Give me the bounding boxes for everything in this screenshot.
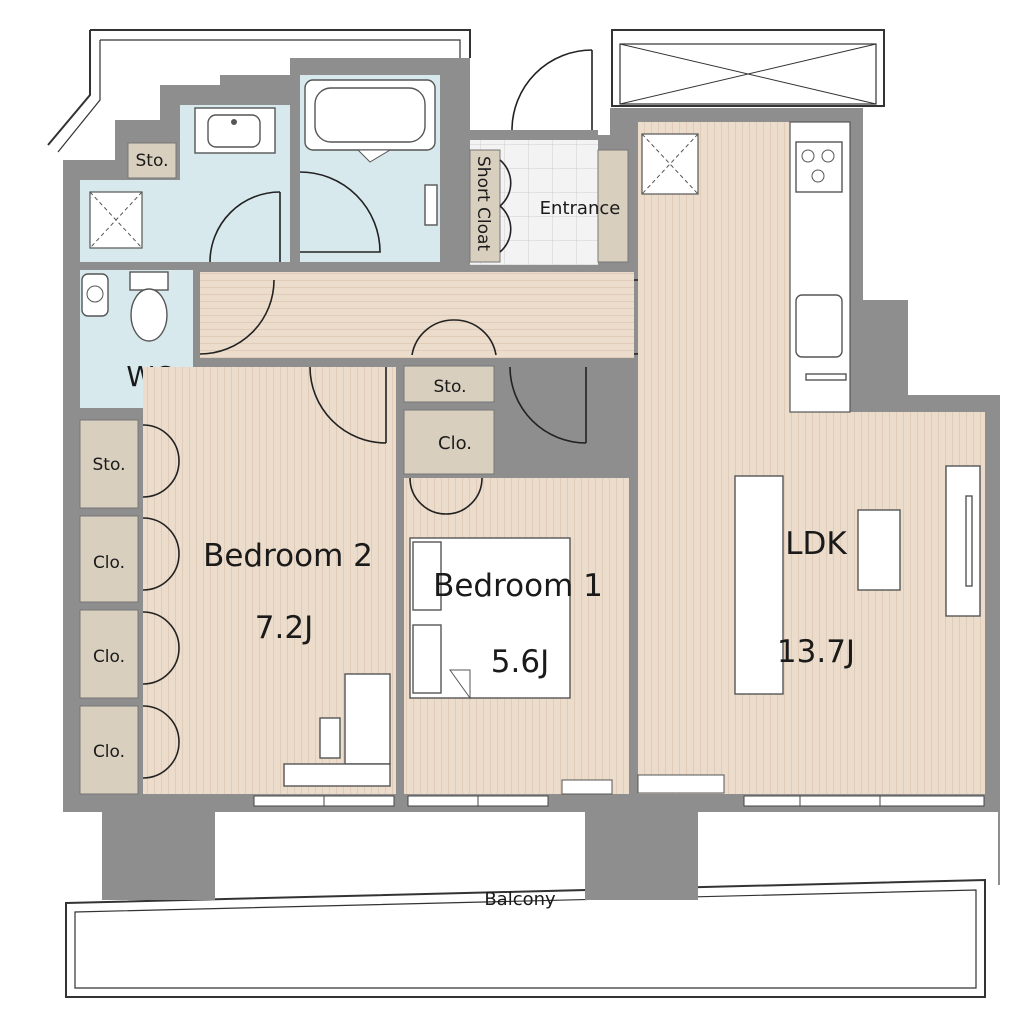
- sto-top-label: Sto.: [136, 151, 169, 171]
- hallway: [199, 272, 709, 358]
- sink-basin: [207, 114, 261, 148]
- clo-left-1-label: Clo.: [93, 553, 125, 573]
- washroom: [80, 105, 290, 263]
- clo-left-2-label: Clo.: [93, 647, 125, 667]
- sofa: [734, 475, 784, 695]
- bedroom1: [404, 366, 629, 794]
- table: [857, 509, 901, 591]
- toilet-tank: [129, 271, 169, 291]
- windows: [253, 795, 985, 807]
- washroom-door: [209, 191, 281, 263]
- clo-left-1[interactable]: [79, 515, 139, 603]
- parapet-top-left: [47, 29, 471, 153]
- bedroom1-label: Bedroom 1: [433, 568, 603, 604]
- bedroom2-door: [309, 366, 387, 444]
- tv-stand: [945, 465, 981, 617]
- bedroom2-entry-door: [199, 279, 275, 355]
- clo-left-3-label: Clo.: [93, 742, 125, 762]
- bathroom: [299, 75, 440, 262]
- wc-sink: [81, 273, 109, 317]
- bedroom2-label: Bedroom 2: [203, 538, 373, 574]
- outdoor-unit: [611, 29, 885, 107]
- bath-door: [299, 171, 381, 253]
- clo-mid-label: Clo.: [438, 433, 472, 454]
- pillow-1: [412, 541, 442, 611]
- balcony-label: Balcony: [484, 889, 556, 910]
- desk: [344, 673, 391, 765]
- shelf: [283, 763, 391, 787]
- clo-left-2[interactable]: [79, 609, 139, 699]
- chair: [319, 717, 341, 759]
- ldk: [638, 121, 985, 794]
- bedroom2: [143, 366, 396, 794]
- entrance-area: [469, 49, 629, 265]
- ceiling-vent: [641, 133, 699, 195]
- shoe-storage[interactable]: [597, 149, 629, 263]
- bedroom1-door: [509, 366, 587, 444]
- sto-left-label: Sto.: [93, 455, 126, 475]
- sto-mid[interactable]: [403, 365, 495, 403]
- bedroom1-size: 5.6J: [491, 644, 549, 680]
- pillow-2: [412, 624, 442, 694]
- ldk-label: LDK: [785, 526, 847, 562]
- stove: [795, 141, 843, 193]
- clo-left-3[interactable]: [79, 705, 139, 795]
- sto-top[interactable]: [127, 142, 177, 179]
- sto-mid-label: Sto.: [434, 377, 467, 397]
- entrance-label: Entrance: [540, 198, 621, 219]
- short-cloat-label: Short Cloat: [473, 156, 493, 251]
- sto-left[interactable]: [79, 419, 139, 509]
- front-door: [511, 49, 593, 131]
- kitchen-sink: [795, 294, 843, 358]
- bedroom2-size: 7.2J: [255, 610, 313, 646]
- closet-doors-bedroom2: [142, 424, 180, 779]
- clo-mid[interactable]: [403, 409, 495, 475]
- wc-room: [80, 270, 193, 408]
- toilet-bowl: [130, 288, 168, 342]
- ldk-size: 13.7J: [777, 634, 855, 670]
